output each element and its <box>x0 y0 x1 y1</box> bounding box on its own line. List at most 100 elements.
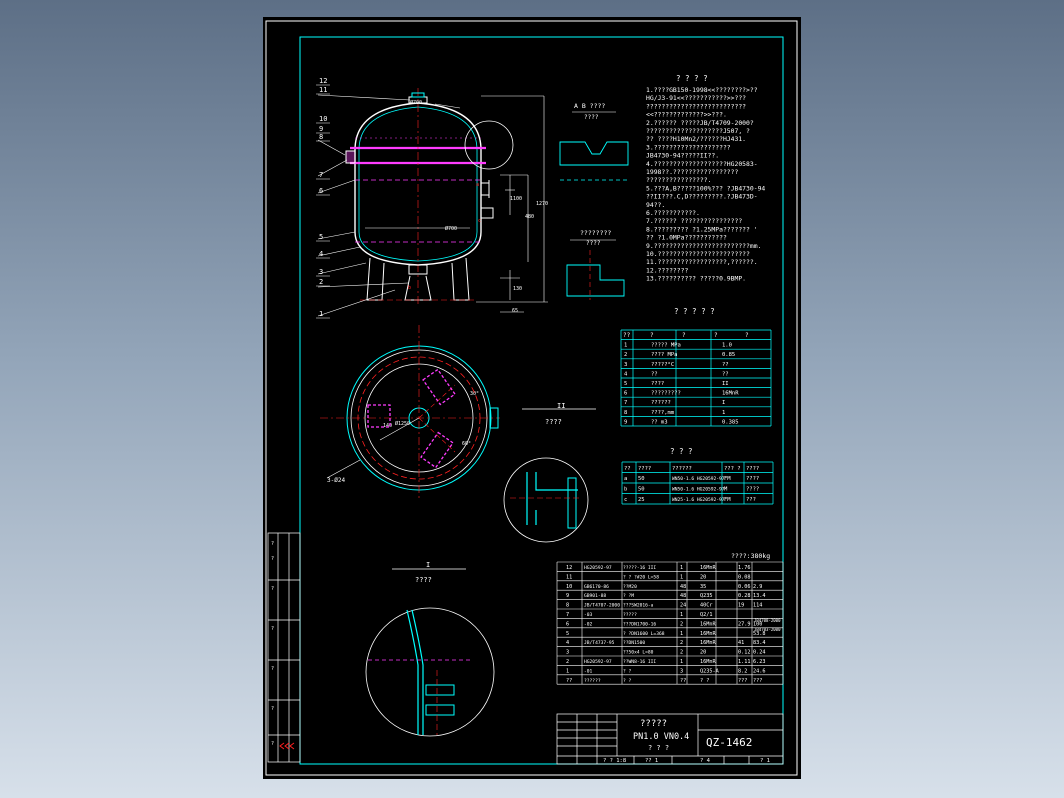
detail-labels: II????I????A B ???????????????????? <box>415 102 611 584</box>
parts-cell: JB/T4707-2000 <box>584 603 620 609</box>
tech-cell: 7 <box>624 400 627 406</box>
dim-label: 140 <box>383 423 392 429</box>
parts-cell: ???SW2016-a <box>623 603 654 609</box>
parts-cell: 4 <box>566 640 569 646</box>
footer-scale: ? ? 1:8 <box>603 758 626 764</box>
dim-label: 30° <box>470 391 479 397</box>
note-line: 5.???A,B?????100%??? ?JB4730-94 <box>646 184 765 192</box>
dim-label: Ø700 <box>445 225 457 232</box>
parts-cell: 83.4 <box>753 640 766 646</box>
nozzle-cell: ??? <box>746 497 756 503</box>
parts-cell: 24 <box>680 603 686 609</box>
parts-cell: JB/T4737-95 <box>584 640 615 646</box>
parts-cell: ??50x4 L=80 <box>623 650 654 656</box>
tech-cell: 3 <box>624 362 627 368</box>
drawing-sheet: ??? ??? ? <box>263 17 801 779</box>
tech-cell: 0.385 <box>722 419 739 425</box>
parts-cell: 2 <box>680 640 683 646</box>
tech-cell: 5 <box>624 381 627 387</box>
parts-cell: ? ? <box>623 678 632 684</box>
outer-frame <box>265 20 798 776</box>
tech-header: ?? <box>623 332 631 339</box>
tech-cell: 8 <box>624 410 627 416</box>
note-line: 11.??????????????????,??????. <box>646 258 758 266</box>
tech-cell: 2 <box>624 352 627 358</box>
parts-cell: Q235 <box>700 593 713 599</box>
note-line: JB4730-94?????II??. <box>646 152 719 160</box>
note-line: 3.???????????????????? <box>646 143 731 151</box>
parts-cell: 20 <box>700 650 706 656</box>
tech-cell: ?? <box>722 362 729 368</box>
nozzle-letter: b <box>408 285 411 291</box>
dim-label: 130 <box>513 286 522 292</box>
dim-label: 1100 <box>510 196 522 202</box>
nozzle-cell: 50 <box>638 487 645 493</box>
nozzle-cell: ???? <box>746 476 759 482</box>
nozzle-cell: WN50-1.6 HG20592-97 <box>672 487 725 493</box>
parts-cell: ??WN8-16 III <box>623 659 656 665</box>
dim-label: 480 <box>525 214 534 220</box>
parts-cell: 20 <box>700 574 706 580</box>
note-line: ????????????????. <box>646 176 711 184</box>
balloon-5: 5 <box>319 233 323 241</box>
parts-cell: 100 <box>753 621 762 627</box>
parts-cell: ? ?M <box>623 593 634 599</box>
tech-cell: ?? <box>651 371 658 377</box>
note-line: HG/J3-91<<???????????>>??? <box>646 94 746 102</box>
parts-cell: Q235-A <box>700 668 720 674</box>
plan-view <box>320 325 500 500</box>
tech-notes: ? ? ? ? 1.????GB150-1998<<????????>?? HG… <box>646 74 765 283</box>
nozzle-header: ?? <box>624 466 631 472</box>
parts-cell: 41 <box>738 640 744 646</box>
parts-cell: GB901-88 <box>584 593 606 599</box>
tech-cell: 1 <box>624 343 627 349</box>
parts-cell: ? ? <box>700 678 709 684</box>
detail-AB-label: A B ???? <box>574 102 605 110</box>
section-II-view <box>503 408 596 543</box>
section-I-sub: ???? <box>415 576 432 584</box>
parts-cell: 2.9 <box>753 584 762 590</box>
balloon-7: 7 <box>319 171 323 179</box>
parts-cell: Q2/1 <box>700 612 713 618</box>
parts-cell: 1 <box>680 659 683 665</box>
parts-cell: 1.11 <box>738 659 751 665</box>
cad-drawing: ??? ??? ? <box>265 20 798 776</box>
parts-cell: 27.9 <box>738 621 751 627</box>
nozzle-cell: WN50-1.6 HG20592-97 <box>672 476 725 482</box>
dim-label: 1270 <box>536 201 548 207</box>
parts-cell: 3 <box>566 650 569 656</box>
tech-cell: ????,mm <box>651 410 675 416</box>
balloon-leaders <box>317 94 461 317</box>
nozzle-cell: FM <box>724 497 731 503</box>
parts-cell: ? ? ?#20 L=58 <box>623 574 659 580</box>
parts-cell: HG20592-97 <box>584 659 612 665</box>
parts-cell: 19 <box>738 603 744 609</box>
nozzle-cell: FM <box>724 476 731 482</box>
note-line: 6.???????????. <box>646 209 700 217</box>
parts-cell: 0.28 <box>738 593 751 599</box>
footer-sheets: ? 4 <box>700 758 711 764</box>
tech-cell: ?????°C <box>651 362 674 368</box>
nozzle-table-title: ? ? ? <box>670 447 693 456</box>
parts-cell: 16MnR <box>700 631 716 637</box>
note-line: 7.?????? ???????????????? <box>646 217 742 225</box>
parts-cell: 53.8 <box>753 631 766 637</box>
nozzle-cell: M <box>724 487 728 493</box>
detail-AB-sub: ???? <box>584 114 599 121</box>
parts-cell: -01 <box>584 668 593 674</box>
nozzle-cell: WN25-1.6 HG20592-97 <box>672 497 725 503</box>
parts-cell: 16MnR <box>700 659 716 665</box>
parts-cell: 2 <box>680 621 683 627</box>
balloon-4: 4 <box>319 250 323 258</box>
parts-cell: 24.6 <box>753 668 766 674</box>
parts-cell: 1 <box>680 612 683 618</box>
vessel-elevation <box>345 88 548 313</box>
parts-cell: 2 <box>566 659 569 665</box>
title-block-text: ????? PN1.0 VN0.4 ? ? ? QZ-1462 ? ? 1:8 … <box>603 719 770 764</box>
nozzle-cell: ???? <box>746 487 759 493</box>
svg-text:?: ? <box>271 741 274 747</box>
parts-cell: 11 <box>566 574 572 580</box>
parts-cell: ?????-16 III <box>623 565 656 571</box>
